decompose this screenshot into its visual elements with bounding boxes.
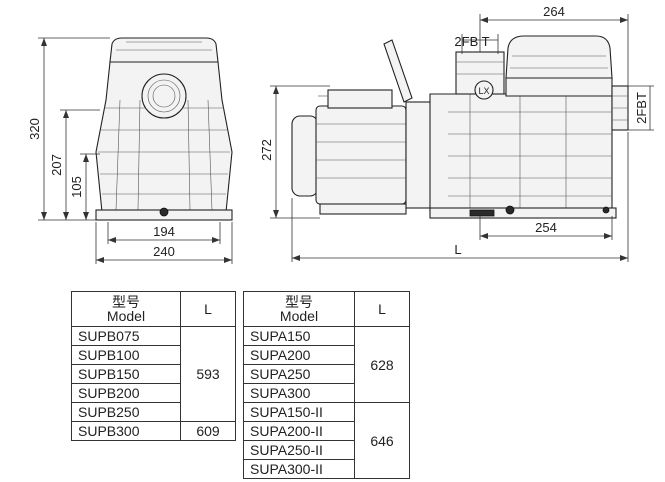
model-cell: SUPA300 xyxy=(243,383,355,403)
header-l: L xyxy=(354,291,410,327)
table-header: 型号 Model L xyxy=(71,291,236,327)
header-model-en: Model xyxy=(279,308,319,324)
dim-side-254: 254 xyxy=(535,220,557,235)
header-model: 型号 Model xyxy=(71,291,181,327)
model-cell: SUPA150-II xyxy=(243,402,355,422)
model-cell: SUPB150 xyxy=(71,364,181,384)
table-row: SUPB075 593 xyxy=(71,326,236,422)
header-l: L xyxy=(180,291,236,327)
dim-side-L: L xyxy=(454,242,461,257)
table-row: SUPA150-II 646 xyxy=(243,402,410,479)
l-value-cell: 646 xyxy=(354,402,410,479)
table-row: SUPA150 628 xyxy=(243,326,410,403)
model-cell: SUPB300 xyxy=(71,421,181,441)
table-row: SUPB300 609 xyxy=(71,421,236,441)
model-cell: SUPA200-II xyxy=(243,421,355,441)
model-cell: SUPA200 xyxy=(243,345,355,365)
dim-side-272: 272 xyxy=(259,139,274,161)
table-row: SUPA250-II xyxy=(243,440,410,460)
dim-front-194: 194 xyxy=(153,224,175,239)
model-cell: SUPB075 xyxy=(71,326,181,346)
l-value-cell: 628 xyxy=(354,326,410,403)
header-model-cn: 型号 xyxy=(285,294,313,310)
table-row: SUPA200 xyxy=(243,345,410,365)
model-cell: SUPA150 xyxy=(243,326,355,346)
front-view: 320 207 105 194 240 xyxy=(27,37,233,264)
header-model: 型号 Model xyxy=(243,291,355,327)
model-cell: SUPA250 xyxy=(243,364,355,384)
dim-front-320: 320 xyxy=(27,118,42,140)
table-row: SUPA200-II xyxy=(243,421,410,441)
dim-side-264: 264 xyxy=(543,4,565,19)
l-value-cell: 609 xyxy=(180,421,236,441)
pump-drawing: 320 207 105 194 240 xyxy=(27,4,654,264)
model-cell: SUPB200 xyxy=(71,383,181,403)
dim-front-105: 105 xyxy=(69,176,84,198)
model-cell: SUPA300-II xyxy=(243,459,355,479)
model-cell: SUPA250-II xyxy=(243,440,355,460)
side-view: LX 272 264 2FB T 2FBT xyxy=(259,4,654,262)
table-row: SUPA300 xyxy=(243,383,410,403)
table-row: SUPA300-II xyxy=(243,459,410,479)
dim-front-207: 207 xyxy=(49,154,64,176)
table-row: SUPA250 xyxy=(243,364,410,384)
table-row: SUPB250 xyxy=(71,402,236,422)
table-row: SUPB100 xyxy=(71,345,236,365)
model-cell: SUPB100 xyxy=(71,345,181,365)
model-table-supa: 型号 Model L SUPA150 628 SUPA200 SUPA250 S… xyxy=(243,291,410,479)
table-row: SUPB150 xyxy=(71,364,236,384)
table-header: 型号 Model L xyxy=(243,291,410,327)
l-value-cell: 593 xyxy=(180,326,236,422)
dim-side-2fbt-right: 2FBT xyxy=(634,92,649,124)
header-model-en: Model xyxy=(106,308,146,324)
header-model-cn: 型号 xyxy=(112,294,140,310)
model-cell: SUPB250 xyxy=(71,402,181,422)
dim-front-240: 240 xyxy=(153,244,175,259)
logo-mark: LX xyxy=(478,86,489,96)
model-table-supb: 型号 Model L SUPB075 593 SUPB100 SUPB150 S… xyxy=(71,291,236,441)
dim-side-2fbt-top: 2FB T xyxy=(454,34,489,49)
